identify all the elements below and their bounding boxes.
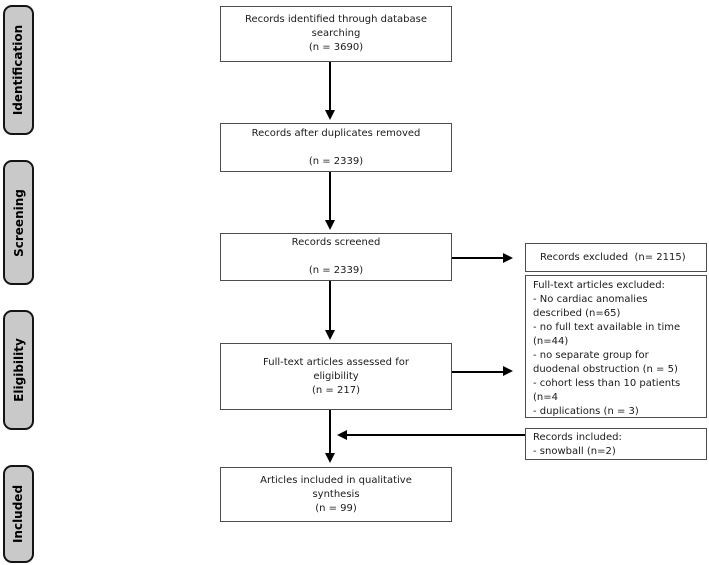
arrowhead-right-2 (503, 366, 513, 376)
stage-eligibility-label: Eligibility (11, 338, 26, 402)
box-line: - No cardiac anomalies (533, 294, 648, 305)
arrowhead-left-1 (337, 430, 347, 440)
arrowhead-down-4 (325, 453, 335, 463)
stage-identification: Identification (3, 5, 34, 135)
box-line: - no full text available in time (533, 322, 681, 333)
box-line: (n = 2339) (308, 265, 364, 276)
box-fulltext-excluded: Full-text articles excluded: - No cardia… (525, 275, 707, 418)
box-duplicates-removed: Records after duplicates removed (n = 23… (220, 123, 452, 172)
stage-screening: Screening (3, 160, 34, 285)
box-line: Records excluded (n= 2115) (540, 251, 686, 263)
arrowhead-right-1 (503, 253, 513, 263)
box-records-included-snowball: Records included: - snowball (n=2) (525, 428, 707, 460)
arrowhead-down-2 (325, 220, 335, 230)
connector-identified-to-deduplicated (329, 62, 331, 111)
connector-snowball-to-flow (346, 434, 525, 436)
box-line: (n=44) (533, 336, 569, 347)
box-records-screened: Records screened (n = 2339) (220, 233, 452, 281)
box-records-identified: Records identified through database sear… (220, 6, 452, 62)
box-line: Records screened (291, 237, 381, 248)
box-line: - cohort less than 10 patients (533, 378, 681, 389)
box-line: described (n=65) (533, 308, 621, 319)
box-line: (n = 217) (312, 384, 360, 396)
arrowhead-down-1 (325, 110, 335, 120)
stage-included-label: Included (11, 484, 26, 544)
box-line (221, 141, 451, 155)
connector-fulltext-to-synthesis (329, 410, 331, 454)
box-line (221, 250, 451, 264)
box-line: - snowball (n=2) (533, 446, 616, 457)
arrowhead-down-3 (325, 330, 335, 340)
box-line: Articles included in qualitative (260, 474, 412, 486)
box-line: Full-text articles assessed for (263, 356, 409, 368)
box-qualitative-synthesis: Articles included in qualitative synthes… (220, 467, 452, 522)
box-line: - duplications (n = 3) (533, 406, 639, 417)
box-fulltext-assessed: Full-text articles assessed for eligibil… (220, 343, 452, 410)
box-line: Records after duplicates removed (251, 127, 421, 139)
box-line: - no separate group for (533, 350, 649, 361)
box-line: (n=4 (533, 392, 558, 403)
stage-screening-label: Screening (11, 188, 26, 257)
box-line: duodenal obstruction (n = 5) (533, 364, 678, 375)
connector-screened-to-fulltext (329, 281, 331, 331)
box-line: (n = 99) (315, 502, 357, 514)
connector-fulltext-to-fulltext-excluded (452, 371, 504, 373)
box-line: Full-text articles excluded: (533, 280, 665, 291)
box-line: (n = 2339) (308, 155, 364, 167)
connector-deduplicated-to-screened (329, 172, 331, 221)
box-line: (n = 3690) (308, 42, 364, 53)
stage-included: Included (3, 465, 34, 563)
connector-screened-to-excluded (452, 257, 504, 259)
box-records-excluded: Records excluded (n= 2115) (525, 243, 707, 272)
stage-identification-label: Identification (11, 24, 26, 116)
stage-eligibility: Eligibility (3, 310, 34, 430)
box-line: eligibility (313, 370, 359, 382)
box-line: Records identified through database (244, 14, 428, 25)
box-line: synthesis (312, 488, 360, 500)
box-line: searching (311, 28, 361, 39)
box-line: Records included: (533, 432, 622, 443)
